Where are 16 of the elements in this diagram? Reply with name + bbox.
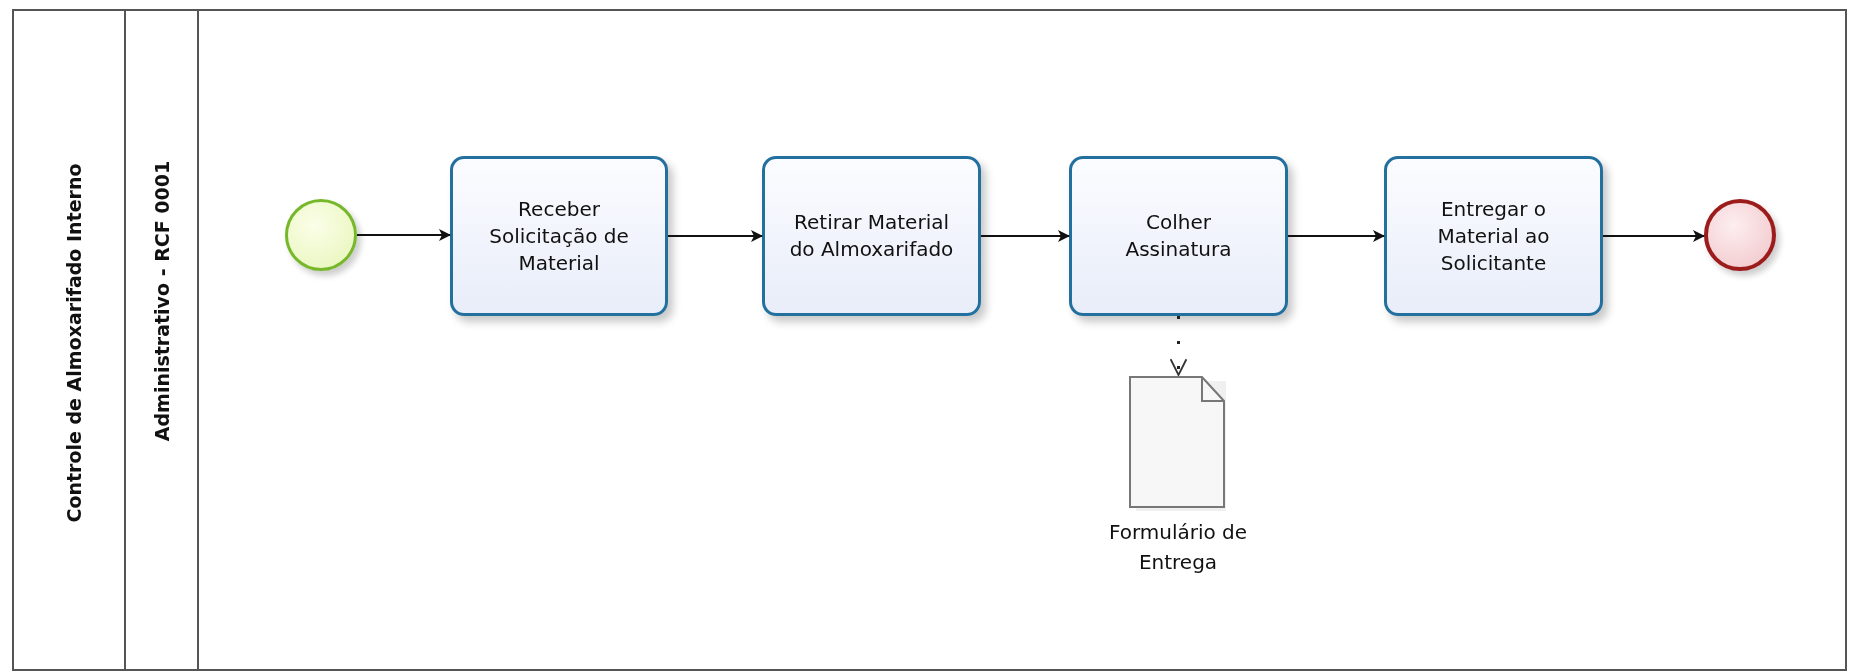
start-event-circle [285,199,357,271]
pool-title: Controle de Almoxarifado Interno [63,163,85,523]
sequence-arrow [667,230,763,242]
task-box: Colher Assinatura [1069,156,1288,316]
sequence-arrow [980,230,1070,242]
sequence-arrow [356,229,451,241]
task-box: Retirar Material do Almoxarifado [762,156,981,316]
sequence-arrow [1287,230,1385,242]
document-label: Formulário de Entrega [1107,519,1249,576]
sequence-arrow [1602,230,1705,242]
end-event-circle [1704,199,1776,271]
task-box: Receber Solicitação de Material [450,156,668,316]
task-box: Entregar o Material ao Solicitante [1384,156,1603,316]
lane-title: Administrativo - RCF 0001 [151,160,173,442]
association-line [1169,316,1188,376]
pool-frame [12,9,1847,671]
